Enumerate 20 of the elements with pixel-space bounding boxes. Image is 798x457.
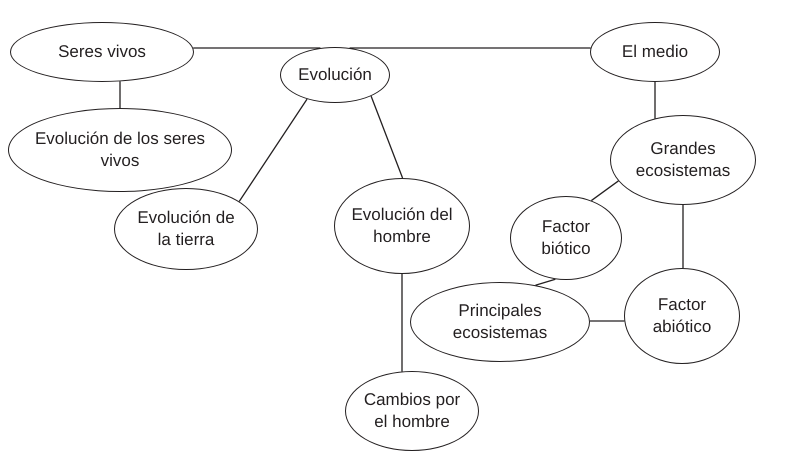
connector-line	[654, 82, 656, 118]
connector-line	[590, 320, 624, 322]
concept-label: Evolución de la tierra	[136, 207, 236, 251]
connector-line	[370, 96, 404, 178]
concept-label: Evolución	[298, 64, 372, 86]
concept-label: El medio	[622, 41, 688, 63]
concept-label: Evolución de los seres vivos	[34, 128, 206, 172]
connector-line	[682, 205, 684, 268]
connector-line	[535, 278, 556, 286]
concept-label: Seres vivos	[58, 41, 146, 63]
connector-line	[238, 98, 308, 202]
concept-label: Factor abiótico	[652, 294, 712, 338]
connector-line	[401, 274, 403, 372]
concept-label: Grandes ecosistemas	[634, 138, 732, 182]
concept-label: Factor biótico	[540, 216, 592, 260]
concept-label: Principales ecosistemas	[452, 300, 548, 344]
connector-line	[591, 180, 619, 202]
concept-label: Cambios por el hombre	[362, 389, 462, 433]
connector-line	[119, 81, 121, 108]
concept-label: Evolución del hombre	[351, 204, 453, 248]
